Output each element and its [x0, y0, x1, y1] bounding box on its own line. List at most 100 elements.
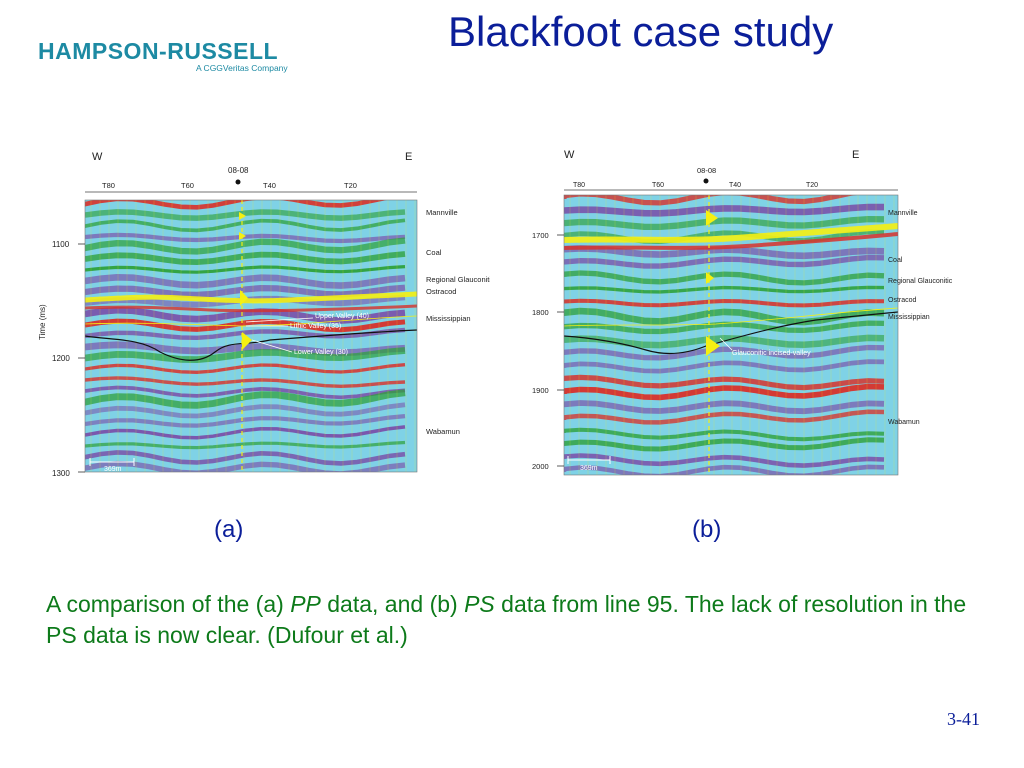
trace-label-t60: T60 — [652, 182, 664, 189]
seismic-reflector — [85, 327, 406, 341]
panel-a-label: (a) — [214, 516, 244, 543]
horizon-wabamun: Wabamun — [426, 427, 460, 436]
horizon-wabamun: Wabamun — [888, 419, 920, 426]
seismic-reflector — [85, 363, 406, 374]
logo-subtext: A CGGVeritas Company — [196, 63, 288, 73]
caption-text-1: A comparison of the (a) — [46, 591, 291, 617]
seismic-reflector — [564, 453, 885, 468]
seismic-reflector — [564, 245, 885, 260]
time-tick-2000: 2000 — [532, 462, 549, 471]
horizon-coal: Coal — [888, 257, 903, 264]
well-label: 08-08 — [697, 166, 716, 175]
direction-east-label: E — [405, 151, 412, 163]
seismic-reflector — [85, 237, 406, 255]
seismic-reflector — [85, 376, 406, 389]
time-tick-1900: 1900 — [532, 386, 549, 395]
seismic-reflector — [564, 409, 885, 425]
seismic-reflector — [85, 232, 406, 244]
scale-bar-label: 369m — [104, 466, 122, 473]
scale-bar-label: 369m — [580, 465, 598, 472]
seismic-reflector — [85, 460, 406, 472]
seismic-reflector — [85, 450, 406, 466]
trace-label-t40: T40 — [263, 181, 276, 190]
seismic-figure-a: W E 08-08 T80 T60 T40 T20 Time (ms) 1100 — [38, 151, 490, 478]
seismic-reflector — [85, 341, 406, 357]
seismic-reflector — [564, 298, 885, 308]
seismic-reflector — [85, 389, 406, 409]
y-axis-label: Time (ms) — [38, 304, 47, 340]
horizon-regional-glauconitic: Regional Glauconitic — [888, 278, 953, 285]
seismic-panel-b: W E 08-08 T80 T60 T40 T20 1700 1800 1900 — [516, 140, 976, 485]
seismic-reflector — [564, 374, 885, 391]
seismic-reflector — [564, 400, 885, 415]
trace-label-t40: T40 — [729, 182, 741, 189]
annotation-lithic-valley: Lithic Valley (35) — [290, 323, 341, 330]
trace-label-t60: T60 — [181, 181, 194, 190]
company-logo: HAMPSON-RUSSELL A CGGVeritas Company — [38, 38, 300, 78]
seismic-reflector — [85, 385, 406, 400]
seismic-reflectors-a — [85, 200, 416, 472]
seismic-reflector — [564, 344, 885, 361]
panel-b-label: (b) — [692, 516, 722, 543]
horizon-mannville: Mannville — [426, 208, 458, 217]
slide-title: Blackfoot case study — [448, 8, 834, 55]
seismic-reflector — [85, 273, 406, 289]
caption-text-2: data, and (b) — [320, 591, 465, 617]
horizon-mississippian: Mississippian — [888, 314, 930, 321]
seismic-reflector — [564, 437, 885, 452]
seismic-figure-b: W E 08-08 T80 T60 T40 T20 1700 1800 1900 — [532, 149, 953, 476]
time-tick-1700: 1700 — [532, 231, 549, 240]
seismic-reflector — [564, 320, 885, 335]
horizon-mississippian: Mississippian — [426, 314, 471, 323]
seismic-reflector — [85, 209, 406, 221]
page-number: 3-41 — [947, 709, 980, 729]
seismic-reflector — [564, 229, 885, 244]
trace-label-t20: T20 — [344, 181, 357, 190]
annotation-glauconitic-incised-valley: Glauconitic incised-valley — [732, 350, 811, 357]
well-marker — [703, 178, 709, 184]
seismic-reflector — [85, 414, 406, 428]
seismic-reflector — [85, 425, 406, 440]
horizon-coal: Coal — [426, 248, 442, 257]
seismic-reflector — [564, 359, 885, 374]
time-tick-1300: 1300 — [52, 469, 70, 478]
seismic-reflector — [564, 464, 885, 475]
seismic-section-a — [85, 200, 417, 472]
seismic-reflector — [85, 218, 406, 233]
seismic-reflector — [564, 427, 885, 442]
seismic-reflector — [564, 195, 858, 206]
seismic-reflector — [85, 440, 406, 450]
direction-west-label: W — [92, 151, 103, 163]
seismic-reflector — [564, 383, 885, 401]
direction-west-label: W — [564, 149, 575, 161]
seismic-reflector — [564, 285, 885, 294]
seismic-reflector — [85, 347, 406, 364]
seismic-reflector — [85, 251, 406, 266]
trace-label-t20: T20 — [806, 182, 818, 189]
time-tick-1100: 1100 — [52, 240, 70, 249]
horizon-mannville: Mannville — [888, 210, 918, 217]
seismic-section-b — [564, 195, 898, 475]
annotation-upper-valley: Upper Valley (40) — [315, 313, 369, 320]
seismic-panel-a: W E 08-08 T80 T60 T40 T20 Time (ms) 1100 — [30, 140, 490, 485]
annotation-lower-valley: Lower Valley (30) — [294, 349, 348, 356]
trace-label-t80: T80 — [102, 181, 115, 190]
well-marker — [235, 179, 241, 185]
time-tick-1800: 1800 — [532, 308, 549, 317]
well-label: 08-08 — [228, 166, 249, 175]
direction-east-label: E — [852, 149, 859, 161]
caption-ps: PS — [464, 591, 495, 617]
seismic-reflector — [85, 402, 406, 419]
seismic-reflector — [85, 284, 406, 299]
seismic-reflector — [564, 203, 885, 217]
seismic-reflector — [564, 270, 885, 286]
trace-label-t80: T80 — [573, 182, 585, 189]
caption-text-3: data from line 95. The lack of resolutio… — [46, 591, 967, 648]
caption-pp: PP — [290, 591, 321, 617]
seismic-reflector — [85, 200, 387, 210]
horizon-ostracod: Ostracod — [426, 287, 456, 296]
seismic-reflector — [564, 254, 885, 269]
figure-caption: A comparison of the (a) PP data, and (b)… — [46, 589, 986, 651]
seismic-reflector — [85, 318, 406, 333]
logo-text: HAMPSON-RUSSELL — [38, 38, 279, 64]
